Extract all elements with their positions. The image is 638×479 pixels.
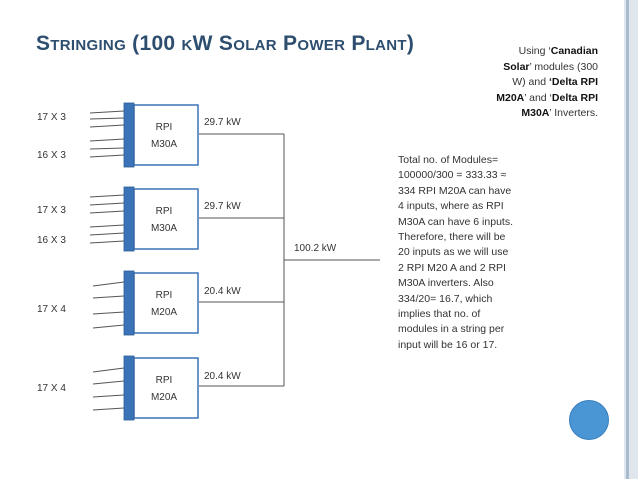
string-label: 16 X 3 xyxy=(37,150,66,161)
note-brand-canadian: Canadian Solar xyxy=(503,45,598,73)
string-wire xyxy=(92,380,125,385)
inverter-label-line1: RPI xyxy=(155,290,173,301)
string-label: 17 X 3 xyxy=(37,112,66,123)
inverter-output-label: 29.7 kW xyxy=(204,201,241,212)
calculation-text: Total no. of Modules= 100000/300 = 333.3… xyxy=(398,154,513,351)
string-wire xyxy=(89,194,125,198)
inverter-output-label: 20.4 kW xyxy=(204,371,241,382)
inverter-label-line1: RPI xyxy=(155,122,173,133)
inverter-label-line2: M30A xyxy=(150,223,178,234)
note-text-3: ’ and ‘ xyxy=(524,91,552,104)
inverter-label-line1: RPI xyxy=(155,206,173,217)
inverter-output-label: 20.4 kW xyxy=(204,286,241,297)
note-text-1: Using ‘ xyxy=(518,45,551,57)
inverter-label: RPI M30A xyxy=(140,203,188,237)
slide-side-bar-line xyxy=(626,0,629,479)
string-wire xyxy=(92,394,125,398)
inverter-label-line2: M30A xyxy=(150,139,178,150)
inverter-label: RPI M20A xyxy=(140,287,188,321)
note-brand-m20a: ‘Delta RPI M20A xyxy=(496,76,598,104)
string-wire xyxy=(92,367,125,373)
connector-strip xyxy=(123,186,135,252)
string-wire xyxy=(89,224,125,228)
string-wire xyxy=(89,138,125,142)
note-text-4: ’ Inverters. xyxy=(549,107,598,119)
string-wire xyxy=(92,407,125,411)
connector-strip xyxy=(123,270,135,336)
inverter-box xyxy=(133,272,199,334)
string-wire xyxy=(92,281,125,287)
connector-strip xyxy=(123,355,135,421)
string-wire xyxy=(92,295,125,299)
string-wire xyxy=(89,147,125,150)
note-brand-m30a: Delta RPI M30A xyxy=(521,91,598,120)
decorative-circle xyxy=(569,400,609,440)
string-wire xyxy=(89,202,125,206)
string-wire xyxy=(92,311,125,315)
note-text-2: ’ modules (300 W) and xyxy=(512,60,598,89)
inverter-label: RPI M20A xyxy=(140,372,188,406)
slide-title: Stringing (100 kW Solar Power Plant) xyxy=(36,32,415,55)
inverter-label-line1: RPI xyxy=(155,375,173,386)
inverter-box xyxy=(133,188,199,250)
string-wire xyxy=(89,154,125,158)
inverter-output-label: 29.7 kW xyxy=(204,117,241,128)
connector-strip xyxy=(123,102,135,168)
string-wire xyxy=(89,117,125,120)
string-wire xyxy=(89,232,125,236)
modules-note: Using ‘Canadian Solar’ modules (300 W) a… xyxy=(494,44,598,122)
string-wire xyxy=(92,324,125,329)
wiring xyxy=(89,110,380,411)
inverter-label-line2: M20A xyxy=(150,307,178,318)
string-wire xyxy=(89,210,125,214)
inverter-boxes xyxy=(133,104,199,419)
string-label: 17 X 4 xyxy=(37,383,66,394)
inverter-label-line2: M20A xyxy=(150,392,178,403)
string-wire xyxy=(89,110,125,114)
inverter-label: RPI M30A xyxy=(140,119,188,153)
total-output-label: 100.2 kW xyxy=(294,243,337,254)
inverter-box xyxy=(133,104,199,166)
string-label: 17 X 3 xyxy=(37,205,66,216)
string-label: 17 X 4 xyxy=(37,304,66,315)
string-label: 16 X 3 xyxy=(37,235,66,246)
string-wire xyxy=(89,124,125,128)
string-wire xyxy=(89,240,125,244)
connector-strips xyxy=(123,102,135,421)
